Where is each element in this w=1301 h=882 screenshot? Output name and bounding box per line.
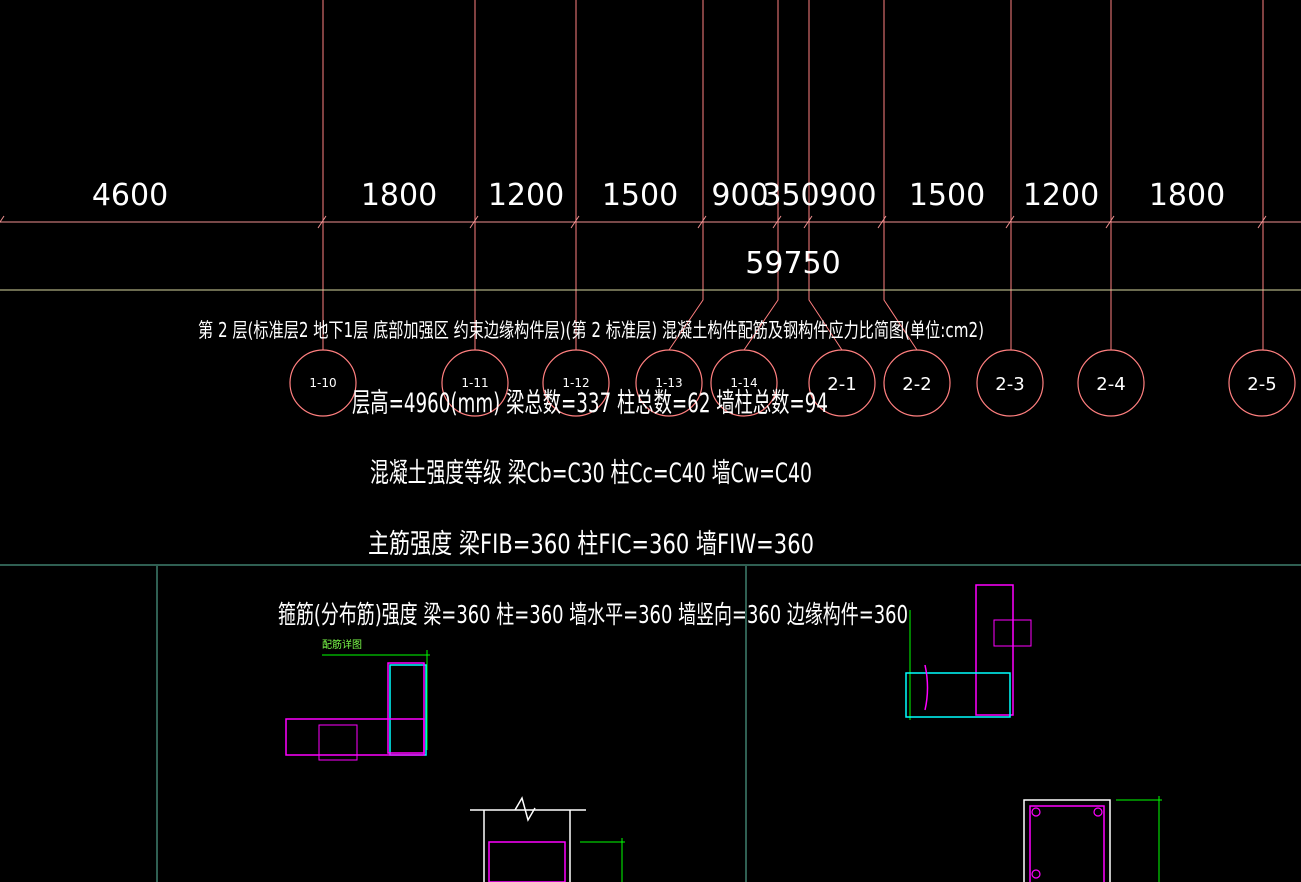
axis-bubble[interactable] bbox=[289, 349, 357, 417]
note-main-rebar-strength: 主筋强度 梁FIB=360 柱FIC=360 墙FIW=360 bbox=[368, 529, 814, 560]
axis-bubble-label: 1-14 bbox=[730, 376, 757, 390]
rebar-stirrup-vertical bbox=[387, 662, 425, 754]
column-section-detail[interactable] bbox=[1023, 796, 1162, 882]
axis-bubble-label: 2-3 bbox=[995, 374, 1024, 395]
dimension-segment-label: 1800 bbox=[361, 178, 437, 213]
dimension-tick bbox=[1005, 215, 1015, 229]
note-stirrup-strength: 箍筋(分布筋)强度 梁=360 柱=360 墙水平=360 墙竖向=360 边缘… bbox=[278, 600, 908, 629]
dimension-tick bbox=[1105, 215, 1115, 229]
axis-bubble[interactable] bbox=[976, 349, 1044, 417]
rebar-hook-right bbox=[924, 664, 929, 711]
axis-bubble[interactable] bbox=[1077, 349, 1145, 417]
axis-bubble[interactable] bbox=[441, 349, 509, 417]
dimension-tick bbox=[1257, 215, 1267, 229]
axis-bubble[interactable] bbox=[710, 349, 778, 417]
total-dimension-label: 59750 bbox=[745, 246, 840, 281]
rebar-detail-left[interactable]: 配筋详图 bbox=[285, 638, 430, 761]
rebar-dot-1 bbox=[1031, 807, 1041, 817]
dimension-tick bbox=[570, 215, 580, 229]
axis-bubble-label: 1-10 bbox=[309, 376, 336, 390]
dimension-tick bbox=[469, 215, 479, 229]
dimension-tick bbox=[0, 215, 5, 223]
dimension-segment-label: 4600 bbox=[92, 178, 168, 213]
axis-bubble-label: 1-13 bbox=[655, 376, 682, 390]
column-outline bbox=[1023, 799, 1111, 882]
axis-bubble-label: 2-2 bbox=[902, 374, 931, 395]
axis-line bbox=[883, 0, 918, 351]
axis-bubble-label: 1-12 bbox=[562, 376, 589, 390]
dimension-segment-label: 1500 bbox=[602, 178, 678, 213]
dimension-segment-label: 900 bbox=[819, 178, 876, 213]
dimension-segment-label: 1200 bbox=[1023, 178, 1099, 213]
axis-bubble[interactable] bbox=[883, 349, 951, 417]
axis-grid-lines bbox=[322, 0, 1264, 351]
dimension-tick bbox=[803, 215, 813, 229]
rebar-stirrup-vertical-right bbox=[975, 584, 1014, 716]
rebar-cyan-frame bbox=[389, 664, 427, 756]
dimension-tick bbox=[697, 215, 707, 229]
axis-bubble[interactable] bbox=[635, 349, 703, 417]
axis-bubble-label: 1-11 bbox=[461, 376, 488, 390]
axis-line bbox=[668, 0, 704, 351]
dimension-segment-label: 900 bbox=[711, 178, 768, 213]
rebar-tie-box bbox=[318, 724, 358, 761]
axis-bubble-label: 2-5 bbox=[1247, 374, 1276, 395]
detail-label-left: 配筋详图 bbox=[322, 638, 362, 651]
rebar-dot-2 bbox=[1093, 807, 1103, 817]
dimension-ticks bbox=[0, 215, 1267, 229]
dimension-segment-label: 1200 bbox=[488, 178, 564, 213]
dimension-tick bbox=[317, 215, 327, 229]
dimension-segment-label: 1800 bbox=[1149, 178, 1225, 213]
axis-bubble[interactable] bbox=[1228, 349, 1296, 417]
axis-line bbox=[743, 0, 779, 351]
drawing-title: 第 2 层(标准层2 地下1层 底部加强区 约束边缘构件层)(第 2 标准层) … bbox=[198, 318, 984, 342]
dimension-tick bbox=[772, 215, 782, 229]
rebar-detail-right[interactable] bbox=[905, 584, 1032, 720]
break-symbol bbox=[514, 796, 536, 822]
dimension-segment-label: 350 bbox=[762, 178, 819, 213]
axis-line bbox=[808, 0, 843, 351]
wall-section-detail[interactable] bbox=[470, 796, 625, 882]
rebar-dot-3 bbox=[1031, 869, 1041, 879]
dimension-tick bbox=[877, 215, 887, 229]
axis-bubbles: 1-10 1-11 1-12 1-13 1-14 2-1 2-2 2-3 2-4 2-5 bbox=[289, 349, 1296, 417]
axis-bubble[interactable] bbox=[808, 349, 876, 417]
axis-bubble-label: 2-1 bbox=[827, 374, 856, 395]
rebar-stirrup-horizontal bbox=[285, 718, 425, 756]
column-stirrup bbox=[1029, 805, 1105, 882]
rebar-tie-box-right bbox=[993, 619, 1032, 647]
note-floor-height: 层高=4960(mm) 梁总数=337 柱总数=62 墙柱总数=94 bbox=[352, 388, 828, 419]
axis-bubble-label: 2-4 bbox=[1096, 374, 1125, 395]
axis-bubble[interactable] bbox=[542, 349, 610, 417]
wall-stirrup bbox=[488, 841, 566, 882]
rebar-cyan-frame-right bbox=[905, 672, 1011, 718]
note-concrete-grade: 混凝土强度等级 梁Cb=C30 柱Cc=C40 墙Cw=C40 bbox=[370, 458, 812, 489]
dimension-segment-label: 1500 bbox=[909, 178, 985, 213]
